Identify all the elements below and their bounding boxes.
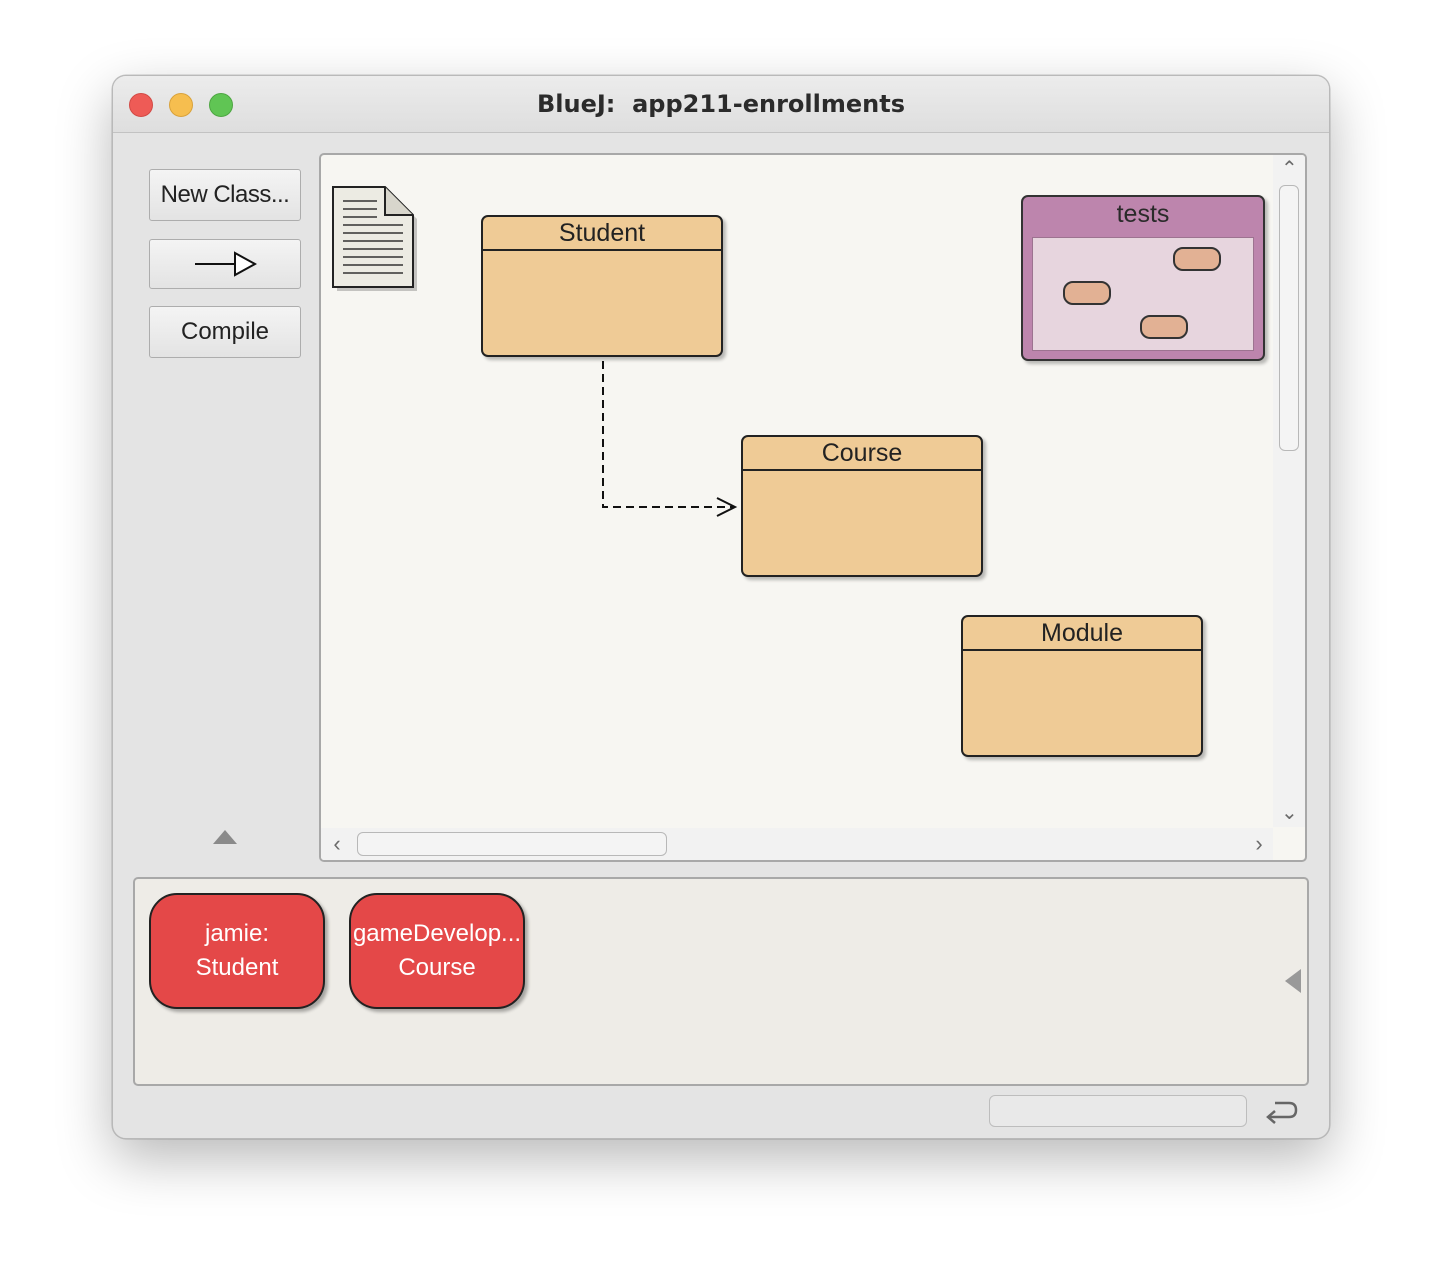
dependency-arrow[interactable] [321, 155, 1281, 835]
vertical-scroll-thumb[interactable] [1279, 185, 1299, 451]
close-window-button[interactable] [129, 93, 153, 117]
package-preview [1032, 237, 1254, 351]
class-name: Course [743, 437, 981, 471]
maximize-window-button[interactable] [209, 93, 233, 117]
scroll-right-icon[interactable]: › [1255, 831, 1263, 856]
scroll-up-icon[interactable]: ⌃ [1281, 158, 1298, 180]
class-course[interactable]: Course [741, 435, 983, 577]
object-type: Student [195, 954, 279, 981]
object-bench[interactable]: jamie: Student gameDevelop... Course [133, 877, 1309, 1086]
bluej-window: BlueJ: app211-enrollments New Class... C… [112, 75, 1330, 1139]
object-type: Course [398, 954, 476, 981]
object-name: jamie: [204, 920, 270, 947]
package-preview-class [1063, 281, 1111, 305]
vertical-scrollbar[interactable]: ⌃ ⌄ [1273, 155, 1305, 827]
scroll-down-icon[interactable]: ⌄ [1281, 802, 1298, 824]
compile-button[interactable]: Compile [149, 306, 301, 358]
horizontal-scroll-thumb[interactable] [357, 832, 667, 856]
status-field [989, 1095, 1247, 1127]
class-diagram[interactable]: Student Course Module tests ⌃ ⌄ ‹ › [319, 153, 1307, 862]
window-title: BlueJ: app211-enrollments [536, 90, 905, 118]
return-icon[interactable] [1263, 1095, 1299, 1129]
package-preview-class [1173, 247, 1221, 271]
package-tests[interactable]: tests [1021, 195, 1265, 361]
add-inheritance-arrow-button[interactable] [149, 239, 301, 289]
package-preview-class [1140, 315, 1188, 339]
horizontal-scrollbar[interactable]: ‹ › [321, 828, 1273, 860]
class-student[interactable]: Student [481, 215, 723, 357]
class-module[interactable]: Module [961, 615, 1203, 757]
minimize-window-button[interactable] [169, 93, 193, 117]
collapse-left-icon[interactable] [1285, 969, 1301, 993]
package-name: tests [1116, 200, 1170, 228]
new-class-button[interactable]: New Class... [149, 169, 301, 221]
class-name: Student [483, 217, 721, 251]
class-name: Module [963, 617, 1201, 651]
readme-document-icon[interactable] [331, 185, 417, 291]
scroll-left-icon[interactable]: ‹ [333, 831, 341, 856]
collapse-up-icon[interactable] [213, 830, 237, 844]
object-jamie[interactable]: jamie: Student [149, 893, 325, 1009]
inheritance-arrow-icon [195, 251, 257, 277]
object-game-development[interactable]: gameDevelop... Course [349, 893, 525, 1009]
object-name: gameDevelop... [352, 920, 522, 947]
title-bar: BlueJ: app211-enrollments [113, 76, 1329, 133]
